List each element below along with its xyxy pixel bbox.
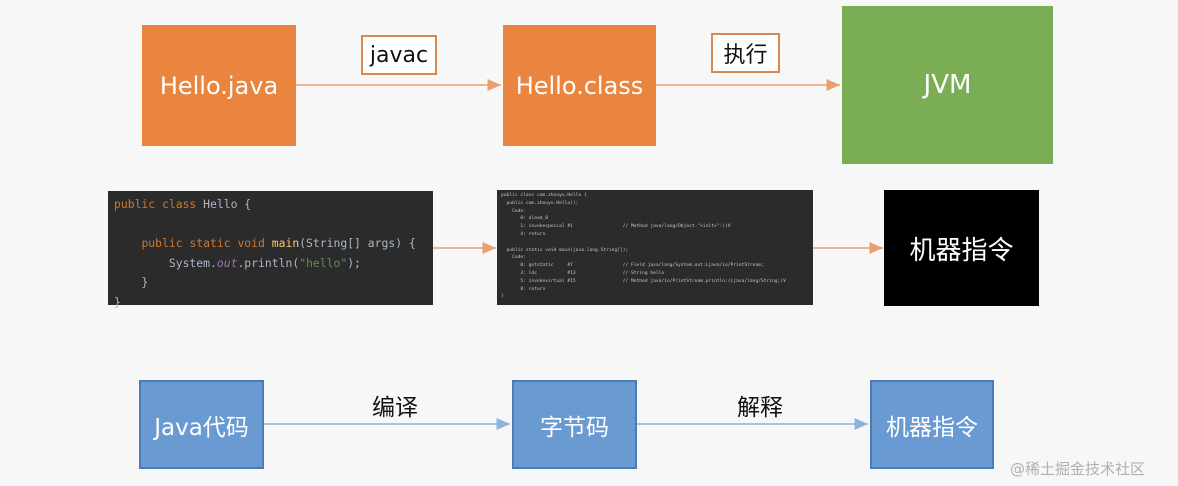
bytecode-line: 8: return	[501, 286, 546, 292]
bytecode-line: public com.zhouyu.Hello();	[501, 200, 579, 206]
hello-java-label: Hello.java	[159, 71, 279, 100]
code-line: System.out.println("hello");	[114, 255, 361, 270]
bytecode-line: Code:	[501, 208, 526, 214]
machine-instruction-box: 机器指令	[870, 380, 994, 469]
code-line: public class Hello {	[114, 197, 252, 211]
bytecode-line: public static void main(java.lang.String…	[501, 247, 629, 253]
hello-class-box: Hello.class	[503, 25, 656, 146]
hello-java-box: Hello.java	[142, 25, 296, 146]
execute-label-box: 执行	[711, 33, 780, 73]
compile-label: 编译	[372, 395, 418, 421]
javac-label-box: javac	[361, 35, 437, 75]
bytecode-dump-panel: public class com.zhouyu.Hello { public c…	[497, 190, 813, 305]
bytecode-line: 1: invokespecial #1 // Method java/lang/…	[501, 224, 731, 230]
code-line: }	[114, 275, 149, 289]
bytecode-line: }	[501, 294, 504, 300]
bytecode-line	[501, 240, 504, 245]
hello-class-label: Hello.class	[515, 71, 644, 100]
javac-label: javac	[369, 42, 429, 68]
code-line	[114, 217, 121, 231]
machine-instruction-label-dark: 机器指令	[909, 235, 1014, 266]
watermark-text: @稀土掘金技术社区	[1010, 460, 1146, 478]
code-line: public static void main(String[] args) {	[141, 236, 416, 250]
java-code-box: Java代码	[139, 380, 264, 469]
java-code-label: Java代码	[154, 414, 249, 441]
bytecode-label: 字节码	[540, 414, 609, 441]
bytecode-line: 3: ldc #13 // String hello	[501, 270, 665, 276]
code-line: }	[114, 294, 121, 309]
machine-instruction-box-dark: 机器指令	[884, 190, 1039, 306]
jvm-box: JVM	[842, 6, 1053, 164]
interpret-label: 解释	[737, 395, 783, 421]
execute-label: 执行	[723, 43, 768, 68]
bytecode-line: public class com.zhouyu.Hello {	[501, 193, 587, 198]
bytecode-line: 4: return	[501, 231, 546, 237]
bytecode-line: 0: getstatic #7 // Field java/lang/Syste…	[501, 263, 764, 269]
bytecode-line: 5: invokevirtual #15 // Method java/io/P…	[501, 278, 786, 284]
bytecode-line: 0: aload_0	[501, 216, 549, 222]
jvm-label: JVM	[923, 70, 972, 100]
bytecode-line: Code:	[501, 255, 526, 261]
bytecode-box: 字节码	[512, 380, 637, 469]
machine-instruction-label: 机器指令	[886, 414, 978, 441]
java-source-code-panel: public class Hello { public static void …	[108, 191, 433, 309]
